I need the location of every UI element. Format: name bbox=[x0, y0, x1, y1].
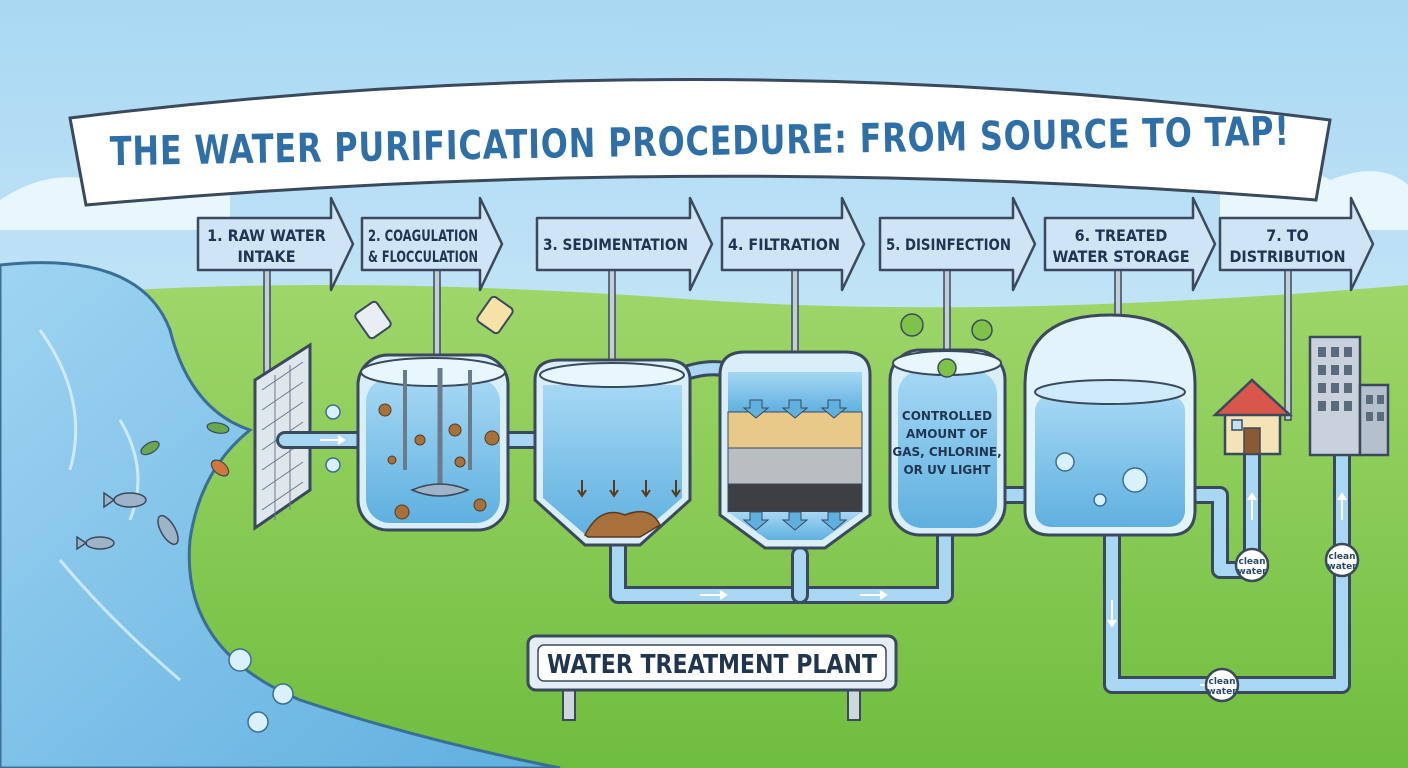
disinfection-note-line-2: AMOUNT OF bbox=[906, 427, 988, 441]
step-sign-6: 6. TREATED WATER STORAGE bbox=[1043, 196, 1217, 319]
step-arrow bbox=[360, 196, 504, 292]
step-label-1-line-1: 1. RAW WATER bbox=[207, 226, 326, 245]
fish-icon bbox=[76, 491, 179, 551]
meter-house-label-2: water bbox=[1237, 567, 1267, 577]
step-label-1-line-2: INTAKE bbox=[237, 247, 295, 266]
building-icon bbox=[1308, 335, 1390, 457]
step-label-2-line-1: 2. COAGULATION bbox=[368, 226, 478, 245]
sign-post bbox=[943, 269, 951, 351]
step-label-4-line-1: 4. FILTRATION bbox=[728, 235, 840, 254]
plant-sign: WATER TREATMENT PLANT bbox=[526, 634, 898, 721]
meter-building-label-2: water bbox=[1327, 562, 1357, 572]
step-label-3-line-1: 3. SEDIMENTATION bbox=[543, 235, 688, 254]
sign-post bbox=[433, 269, 441, 361]
disinfection-tank: CONTROLLED AMOUNT OF GAS, CHLORINE, OR U… bbox=[888, 313, 1007, 537]
coagulation-tank bbox=[354, 295, 514, 532]
step-sign-7: 7. TO DISTRIBUTION bbox=[1218, 196, 1375, 421]
step-arrow bbox=[1043, 196, 1217, 292]
sedimentation-tank bbox=[533, 358, 692, 547]
step-label-5-line-1: 5. DISINFECTION bbox=[886, 235, 1011, 254]
step-sign-4: 4. FILTRATION bbox=[720, 196, 866, 353]
meter-bottom-label-1: clean bbox=[1208, 677, 1235, 687]
sign-post bbox=[791, 269, 799, 353]
step-arrow bbox=[196, 196, 355, 292]
river-ripple bbox=[38, 329, 181, 682]
bubble-icon bbox=[228, 404, 341, 733]
step-sign-1: 1. RAW WATER INTAKE bbox=[196, 196, 355, 381]
step-label-7-line-1: 7. TO bbox=[1266, 226, 1309, 245]
step-arrow bbox=[720, 196, 866, 292]
meter-building: clean water bbox=[1324, 542, 1360, 578]
step-label-6-line-2: WATER STORAGE bbox=[1052, 247, 1189, 266]
step-sign-3: 3. SEDIMENTATION bbox=[535, 196, 714, 363]
filtration-tank bbox=[718, 350, 872, 550]
leaf-icon bbox=[140, 422, 230, 477]
plant-sign-label: WATER TREATMENT PLANT bbox=[547, 650, 877, 680]
disinfection-note-line-1: CONTROLLED bbox=[902, 409, 992, 423]
step-label-2-line-2: & FLOCCULATION bbox=[368, 247, 478, 266]
meter-building-label-1: clean bbox=[1328, 552, 1355, 562]
step-arrow bbox=[1218, 196, 1375, 292]
sign-post bbox=[1284, 269, 1292, 421]
step-signs: 1. RAW WATER INTAKE 2. COAGULATION & FLOCCU… bbox=[196, 196, 1375, 421]
disinfection-note-line-4: OR UV LIGHT bbox=[903, 463, 991, 477]
storage-tank bbox=[1023, 313, 1197, 537]
sign-post bbox=[1114, 269, 1122, 319]
germ-icon bbox=[900, 313, 993, 378]
meter-bottom: clean water bbox=[1204, 667, 1240, 703]
house-icon bbox=[1211, 378, 1294, 456]
step-label-7-line-2: DISTRIBUTION bbox=[1229, 247, 1345, 266]
meter-house-label-1: clean bbox=[1238, 557, 1265, 567]
disinfection-note-line-3: GAS, CHLORINE, bbox=[892, 445, 1001, 459]
step-arrow bbox=[535, 196, 714, 292]
meter-house: clean water bbox=[1234, 547, 1270, 583]
step-sign-2: 2. COAGULATION & FLOCCULATION bbox=[360, 196, 504, 361]
sign-post bbox=[263, 269, 271, 381]
step-arrow bbox=[878, 196, 1037, 292]
step-sign-5: 5. DISINFECTION bbox=[878, 196, 1037, 351]
river bbox=[0, 261, 561, 768]
meter-bottom-label-2: water bbox=[1207, 687, 1237, 697]
title-banner: THE WATER PURIFICATION PROCEDURE: FROM S… bbox=[68, 78, 1332, 207]
sign-post bbox=[608, 269, 616, 363]
step-label-6-line-1: 6. TREATED bbox=[1075, 226, 1168, 245]
